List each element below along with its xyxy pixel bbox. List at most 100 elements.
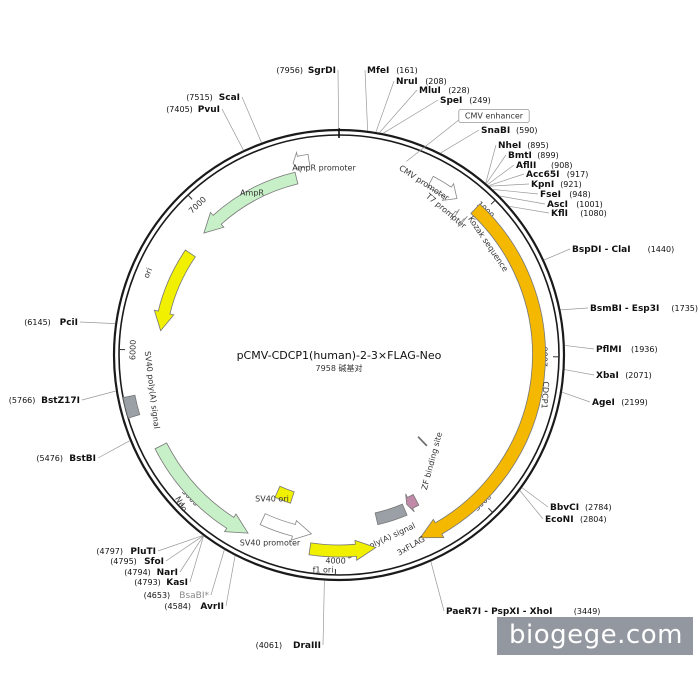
- site-name: Acc65I: [526, 170, 560, 180]
- site-name: AscI: [547, 200, 568, 210]
- site-acc65i: Acc65I(917): [488, 170, 588, 187]
- feature-label: AmpR promoter: [292, 164, 356, 173]
- site-leader: [519, 490, 544, 520]
- feature-cdcp1: CDCP1: [419, 203, 550, 539]
- site-position: (1936): [631, 345, 658, 354]
- feature-label: ZF binding site: [420, 431, 444, 491]
- site-avrii: AvrII(4584): [164, 555, 236, 612]
- site-name: BstZ17I: [41, 396, 80, 406]
- feature-shape: [274, 485, 295, 504]
- site-leader: [79, 321, 116, 324]
- site-xbai: XbaI (2071): [564, 369, 652, 381]
- site-leader: [382, 99, 439, 134]
- site-position: (4653): [144, 591, 171, 600]
- site-name: PciI: [60, 318, 78, 328]
- site-kasi: KasI(4793): [134, 535, 204, 588]
- feature-zf-binding-site: ZF binding site: [417, 431, 444, 491]
- site-name: BsaBI*: [179, 591, 209, 601]
- site-snabi: SnaBI(590): [440, 126, 538, 154]
- feature-label: SV40 promoter: [240, 539, 301, 548]
- feature-sv40-ori: SV40 ori: [255, 485, 295, 504]
- site-leader: [375, 80, 395, 133]
- site-position: (948): [569, 190, 591, 199]
- site-bsabi: BsaBI* (4653): [144, 549, 225, 601]
- site-leader: [210, 549, 225, 596]
- site-position: (4793): [134, 578, 161, 587]
- site-scai: ScaI(7515): [186, 93, 262, 143]
- tick-3000: [488, 507, 493, 513]
- site-name: KpnI: [531, 180, 554, 190]
- site-pluti: PluTI(4797): [96, 535, 204, 557]
- site-asci: AscI(1001): [499, 195, 603, 210]
- tick-1000: [490, 199, 496, 205]
- site-name: EcoNI: [545, 515, 574, 525]
- site-name: SfoI: [144, 557, 164, 567]
- site-name: BstBI: [69, 454, 96, 464]
- site-name: KflI: [551, 209, 568, 219]
- site-name: SnaBI: [481, 126, 510, 136]
- site-mfei: MfeI (161): [364, 66, 418, 131]
- site-nari: NarI(4794): [124, 535, 204, 578]
- site-position: (2071): [625, 371, 652, 380]
- site-leader: [485, 154, 507, 184]
- feature-ampr: AmpR: [203, 171, 299, 234]
- site-position: (2784): [585, 503, 612, 512]
- restriction-sites: SgrDI(7956)MfeI(161)NruI(208)MluI(228)Sp…: [9, 66, 698, 651]
- plasmid-size: 7958 碱基对: [316, 363, 363, 373]
- site-name: MfeI: [367, 66, 389, 76]
- site-leader: [564, 345, 595, 350]
- feature-cmv-enhancer: CMV enhancer: [406, 109, 530, 162]
- feature-shape: [417, 436, 428, 447]
- site-position: (161): [396, 66, 418, 75]
- site-bbvci: BbvCI (2784): [521, 487, 612, 513]
- feature-shape: [374, 503, 408, 526]
- site-agei: AgeI (2199): [561, 391, 648, 408]
- site-leader: [379, 89, 418, 133]
- site-name: SpeI: [440, 96, 462, 106]
- site-aflii: AflII(908): [487, 161, 573, 185]
- feature-label: SV40 ori: [255, 495, 289, 504]
- site-position: (5766): [9, 396, 36, 405]
- site-kfli: KflI(1080): [509, 205, 607, 219]
- watermark-text: biogege.com: [509, 620, 683, 650]
- site-name: FseI: [540, 190, 561, 200]
- site-position: (3449): [574, 607, 601, 616]
- site-sgrdi: SgrDI(7956): [276, 66, 339, 130]
- site-position: (921): [560, 180, 582, 189]
- site-position: (899): [537, 151, 559, 160]
- feature-shape: [450, 209, 460, 221]
- tick-label: 6000: [128, 340, 138, 361]
- site-leader: [561, 391, 591, 403]
- site-leader: [241, 96, 262, 143]
- site-leader: [322, 580, 325, 646]
- site-position: (4797): [96, 547, 123, 556]
- feature-shape: [122, 394, 141, 419]
- site-leader: [440, 129, 480, 154]
- feature-sv40-poly-a-signal: SV40 poly(A) signal: [122, 351, 161, 429]
- site-pflmi: PflMI(1936): [564, 345, 658, 355]
- site-name: XbaI: [596, 371, 619, 381]
- feature-sv40-promoter: SV40 promoter: [240, 513, 313, 548]
- feature-shape: [405, 493, 420, 513]
- site-leader: [179, 535, 204, 573]
- site-econi: EcoNI (2804): [519, 490, 607, 525]
- site-leader: [430, 561, 445, 612]
- site-paer7i-pspxi-xhoi: PaeR7I - PspXI - XhoI(3449): [430, 561, 601, 617]
- site-position: (2199): [621, 398, 648, 407]
- site-position: (249): [469, 96, 491, 105]
- site-name: DraIII: [293, 641, 321, 651]
- site-pcii: PciI(6145): [24, 318, 116, 328]
- watermark: biogege.com: [497, 617, 693, 655]
- site-position: (2804): [580, 515, 607, 524]
- site-leader: [97, 440, 131, 459]
- site-leader: [543, 248, 571, 261]
- feature-ori: ori: [142, 249, 196, 332]
- site-leader: [189, 535, 204, 583]
- feature-neo: Neo: [154, 442, 249, 534]
- feature-f1-ori: f1 ori: [308, 539, 377, 575]
- site-name: BbvCI: [550, 503, 579, 513]
- site-position: (1735): [671, 304, 698, 313]
- site-name: AgeI: [592, 398, 615, 408]
- site-name: PvuI: [198, 105, 220, 115]
